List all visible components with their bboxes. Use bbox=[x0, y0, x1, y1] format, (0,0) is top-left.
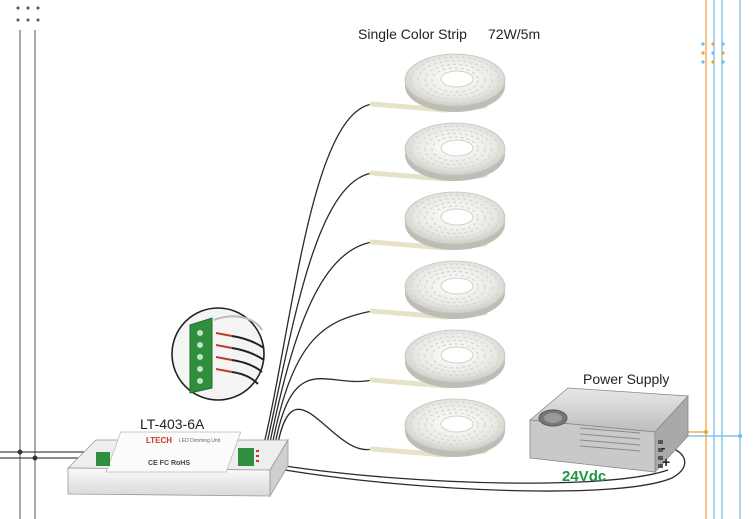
strip-title: Single Color Strip bbox=[358, 26, 467, 42]
led-strip-reel bbox=[261, 53, 506, 453]
led-strip-reel bbox=[273, 398, 506, 465]
voltage-label: 24Vdc bbox=[562, 468, 607, 485]
led-strip-reel bbox=[271, 329, 506, 463]
controller-brand-subtitle: LED Dimming Unit bbox=[179, 438, 221, 444]
power-supply-label: Power Supply bbox=[583, 371, 670, 387]
controller-unit bbox=[67, 431, 289, 498]
led-strip-reel bbox=[266, 191, 506, 458]
psu-minus-terminal-label: - bbox=[661, 440, 666, 455]
led-strip-group bbox=[261, 53, 506, 465]
psu-plus-terminal-label: + bbox=[662, 454, 671, 470]
top-left-dots bbox=[16, 6, 40, 22]
controller-brand: LTECH bbox=[146, 436, 173, 445]
power-supply-unit bbox=[529, 387, 689, 474]
led-strip-reel bbox=[263, 122, 506, 455]
led-strip-reel bbox=[268, 260, 506, 460]
controller-certifications: CE FC RoHS bbox=[148, 460, 190, 467]
right-bus-lines bbox=[701, 0, 741, 519]
left-bus-lines bbox=[0, 30, 96, 519]
strip-wattage: 72W/5m bbox=[488, 26, 541, 42]
terminal-zoom-inset bbox=[171, 307, 265, 401]
controller-model-label: LT-403-6A bbox=[140, 416, 205, 432]
